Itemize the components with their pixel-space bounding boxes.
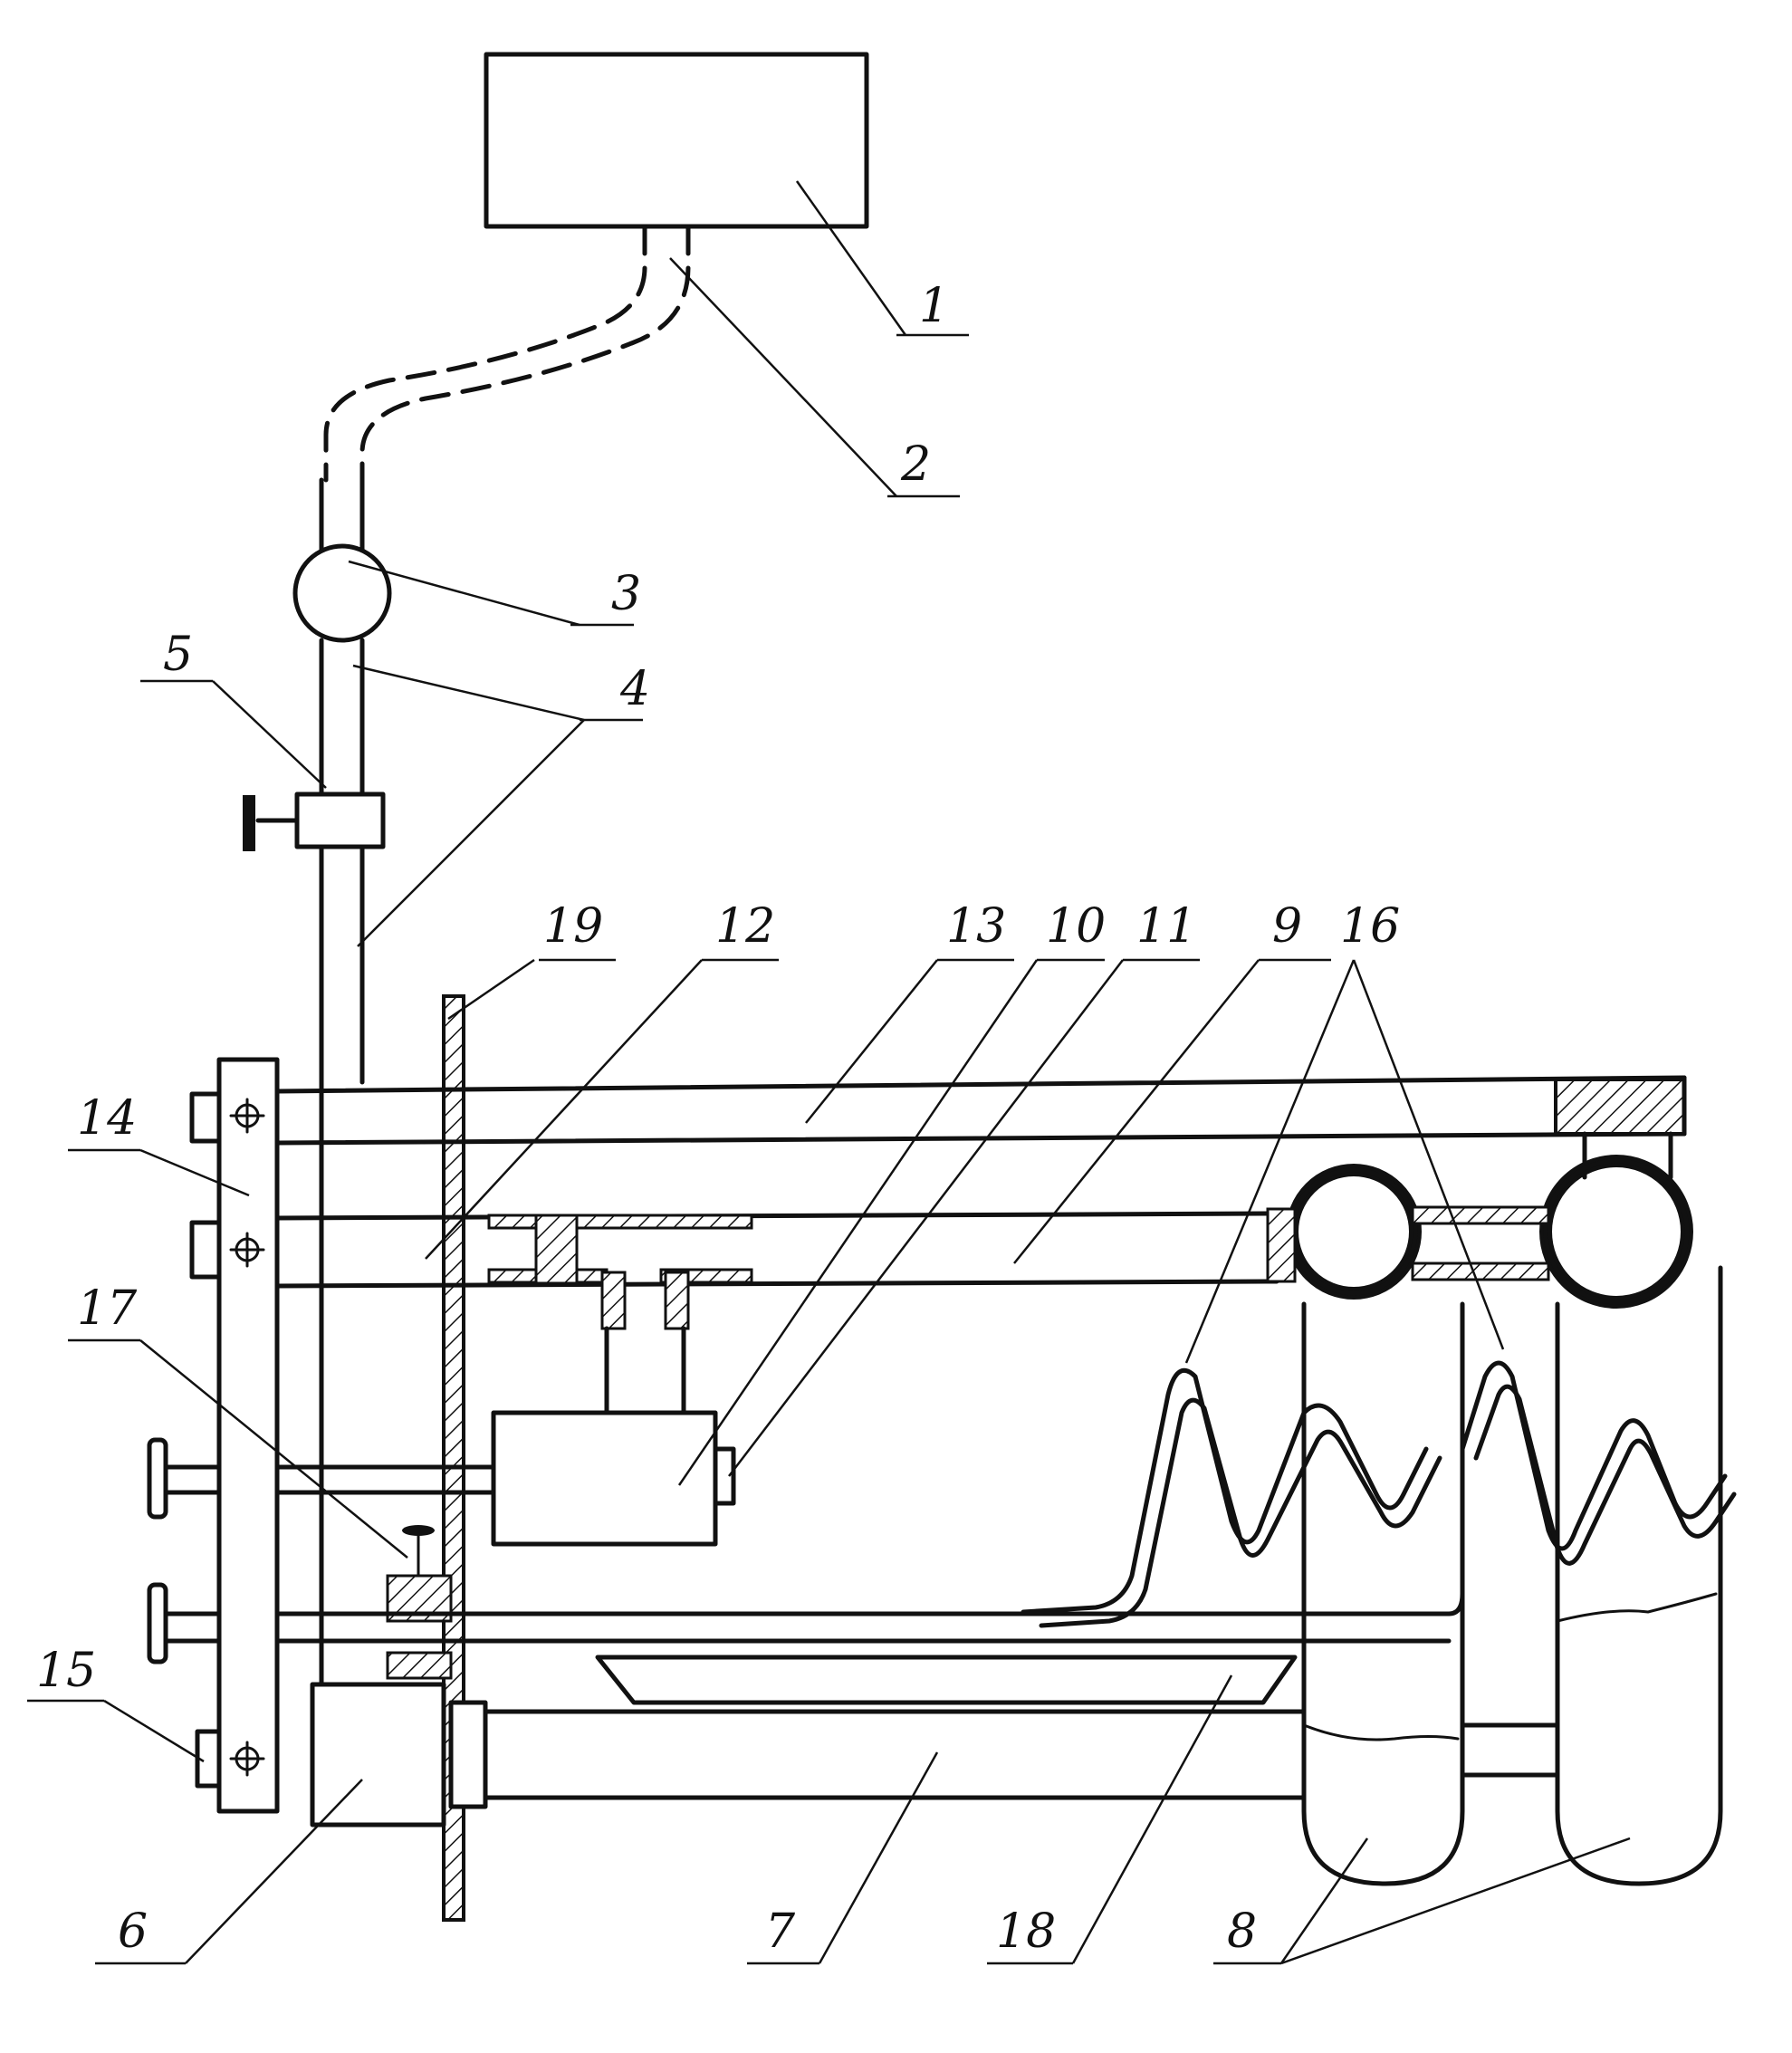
callout-2: 2 (900, 437, 931, 492)
callout-3: 3 (611, 567, 641, 621)
part-8-flasks (1268, 1161, 1720, 1884)
part-2-flexible-hose (321, 226, 688, 552)
callout-14: 14 (77, 1091, 137, 1146)
part-18-tray (598, 1657, 1295, 1703)
part-3-ball-joint (295, 546, 389, 640)
callout-8: 8 (1227, 1904, 1257, 1959)
callout-12: 12 (715, 899, 775, 954)
part-7-shaft (485, 1712, 1304, 1798)
callout-1: 1 (919, 279, 949, 333)
callout-11: 11 (1136, 899, 1196, 954)
part-9-manifold-pipe (277, 1214, 1277, 1413)
callout-9: 9 (1272, 899, 1302, 954)
part-5-clamp (243, 794, 383, 851)
callout-4: 4 (619, 662, 650, 716)
callout-7: 7 (765, 1904, 796, 1959)
callout-10: 10 (1046, 899, 1106, 954)
callout-15: 15 (36, 1644, 96, 1698)
long-rod (149, 1585, 1462, 1662)
callout-5: 5 (163, 628, 193, 682)
callout-6: 6 (118, 1904, 148, 1959)
callout-18: 18 (996, 1904, 1056, 1959)
part-13-top-beam (277, 1078, 1684, 1177)
part-14-vertical-bar (192, 1060, 277, 1811)
part-16-heating-coils (1023, 1363, 1734, 1626)
callout-16: 16 (1340, 899, 1400, 954)
callout-17: 17 (77, 1281, 138, 1336)
callout-19: 19 (543, 899, 603, 954)
callout-13: 13 (946, 899, 1006, 954)
